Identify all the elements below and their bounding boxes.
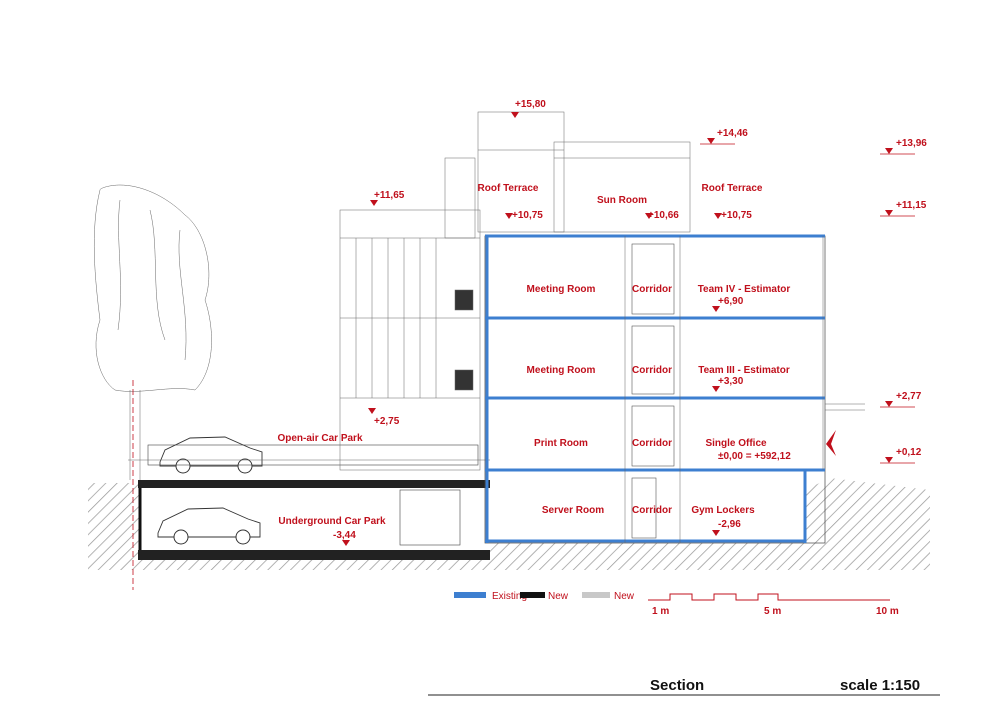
label-team-iv: Team IV - Estimator [698,284,791,295]
label-print-room: Print Room [534,438,588,449]
level-roof-mid: +14,46 [717,128,748,139]
label-corridor-1: Corridor [632,365,672,376]
page-title: Section [650,677,704,694]
label-server-room: Server Room [542,505,604,516]
level-sun-room: +10,66 [648,210,679,221]
label-corridor-2: Corridor [632,284,672,295]
legend-label-new-grey: New [614,591,635,602]
entrance-arrow [826,430,836,456]
label-roof-terrace-right: Roof Terrace [702,183,763,194]
level-ground: ±0,00 = +592,12 [718,451,791,462]
scale-text: scale 1:150 [840,677,920,694]
facade-left [339,157,481,471]
label-meeting-room-2: Meeting Room [527,284,596,295]
level-right-upper: +11,15 [896,200,927,211]
roof-structure [477,111,691,233]
label-corridor-b: Corridor [632,505,672,516]
label-roof-terrace-left: Roof Terrace [478,183,539,194]
car-lower [157,507,261,545]
legend: Existing New New [454,591,635,602]
scale-bar: 1 m 5 m 10 m [648,593,899,617]
label-sun-room: Sun Room [597,195,647,206]
level-terrace-right: +10,75 [721,210,752,221]
legend-swatch-new-grey [582,592,610,598]
level-right-top: +13,96 [896,138,927,149]
main-building [484,234,865,544]
level-right-ground: +0,12 [896,447,922,458]
level-underground: -3,44 [333,530,356,541]
car-park-structure [128,444,490,560]
label-team-iii: Team III - Estimator [698,365,790,376]
title-block: Section scale 1:150 [428,677,940,696]
level-lines [700,143,915,464]
scale-label-5m: 5 m [764,606,781,617]
level-labels: +15,80 +14,46 +13,96 +11,65 +10,75 +10,6… [333,99,927,541]
level-floor-2: +6,90 [718,296,744,307]
legend-label-new: New [548,591,569,602]
level-markers [342,112,893,546]
ground-hatch [88,478,930,570]
level-left-parapet: +11,65 [374,190,405,201]
label-underground-car-park: Underground Car Park [278,516,386,527]
label-meeting-room-1: Meeting Room [527,365,596,376]
car-upper [159,436,263,474]
level-car-park: +2,75 [374,416,400,427]
label-gym-lockers: Gym Lockers [691,505,755,516]
level-right-mid: +2,77 [896,391,922,402]
level-basement: -2,96 [718,519,741,530]
legend-swatch-existing [454,592,486,598]
label-open-air-car-park: Open-air Car Park [277,433,362,444]
room-labels: Roof Terrace Sun Room Roof Terrace Meeti… [277,183,790,527]
level-floor-1: +3,30 [718,376,744,387]
label-single-office: Single Office [705,438,767,449]
level-terrace-left: +10,75 [512,210,543,221]
scale-label-1m: 1 m [652,606,669,617]
legend-label-existing: Existing [492,591,527,602]
scale-label-10m: 10 m [876,606,899,617]
legend-swatch-new [520,592,545,598]
level-top: +15,80 [515,99,546,110]
label-corridor-0: Corridor [632,438,672,449]
tree-sketch [93,184,212,480]
